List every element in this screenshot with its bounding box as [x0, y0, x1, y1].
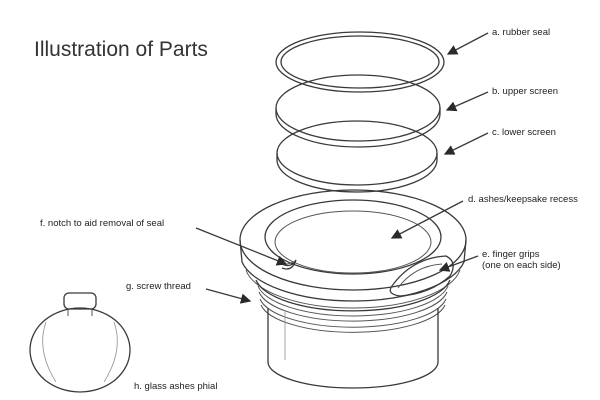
label-lower-screen: c. lower screen [492, 127, 556, 138]
arrow-b [445, 91, 489, 112]
glass-phial [29, 292, 131, 393]
label-finger-grips-line2: (one on each side) [482, 260, 561, 271]
leader-arrows [195, 32, 489, 304]
label-rubber-seal: a. rubber seal [492, 27, 551, 38]
arrow-g [205, 288, 252, 304]
arrow-e [438, 255, 479, 272]
label-glass-phial: h. glass ashes phial [134, 381, 218, 392]
diagram-title: Illustration of Parts [34, 38, 208, 61]
label-finger-grips: e. finger grips (one on each side) [482, 249, 561, 271]
arrow-a [446, 32, 489, 55]
label-upper-screen: b. upper screen [492, 86, 559, 97]
arrow-d [390, 200, 464, 239]
lower-screen [276, 120, 438, 193]
label-ashes-recess: d. ashes/keepsake recess [468, 194, 578, 205]
rubber-seal [275, 31, 445, 93]
upper-screen [275, 74, 441, 148]
finger-grip [389, 255, 454, 297]
arrow-f [195, 227, 288, 266]
main-body [239, 189, 467, 389]
label-seal-notch: f. notch to aid removal of seal [40, 218, 165, 229]
arrow-c [443, 132, 489, 155]
label-finger-grips-line1: e. finger grips [482, 249, 540, 260]
label-screw-thread: g. screw thread [126, 281, 191, 292]
